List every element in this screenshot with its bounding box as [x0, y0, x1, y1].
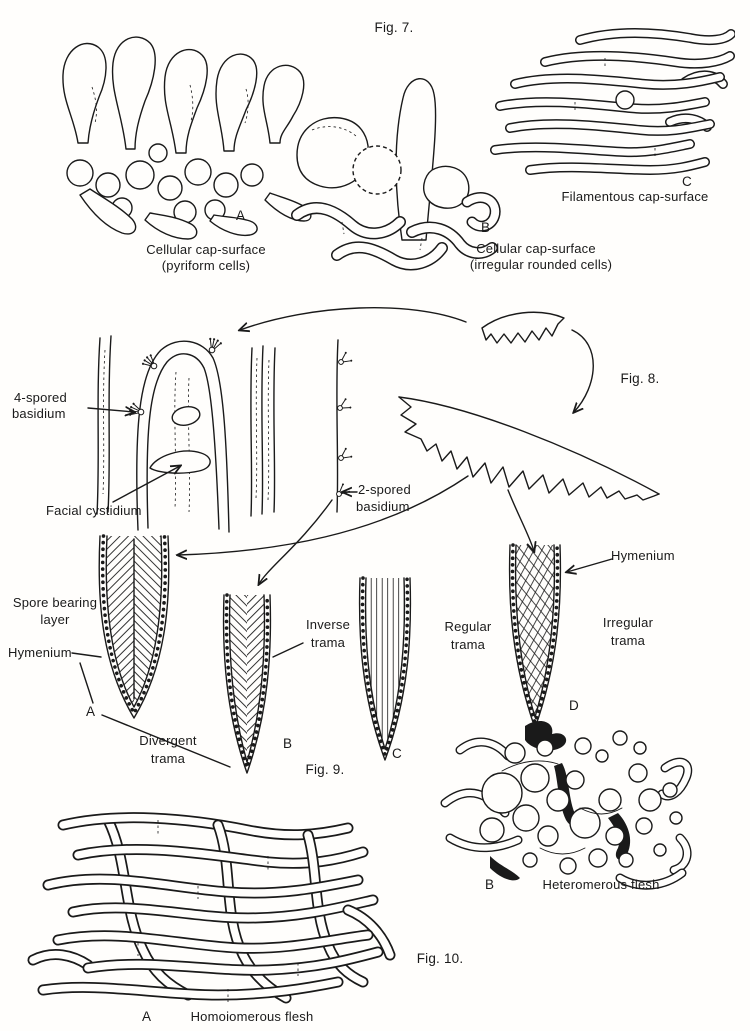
- fig8-label-4spored-line1: 4-spored: [14, 390, 67, 405]
- fig9-caption-irregular-line2: trama: [610, 633, 646, 648]
- fig8-label-4spored-line2: basidium: [12, 406, 66, 421]
- fig7b-letter: B: [481, 220, 491, 235]
- fig8-gill-fragment: [481, 311, 565, 344]
- fig9-connector-lines: [71, 558, 613, 768]
- fig10b-caption: Heteromerous flesh: [542, 877, 660, 892]
- fig9-section-a-divergent: [98, 534, 170, 719]
- fig8-label-2spored-line1: 2-spored: [358, 482, 411, 497]
- fig9-section-c-regular: [358, 576, 412, 761]
- fig9-letter-c: C: [392, 746, 402, 761]
- fig9-letter-a: A: [86, 704, 96, 719]
- fig9-caption-inverse-line2: trama: [310, 635, 346, 650]
- fig8-cap-section: [398, 396, 660, 501]
- fig7a-pyriform-cells-drawing: [62, 36, 312, 240]
- fig9-caption-divergent-line1: Divergent: [139, 733, 197, 748]
- fig9-caption-irregular-line1: Irregular: [602, 615, 654, 630]
- fig9-letter-b: B: [283, 736, 293, 751]
- fig8-hymenium-drawing: [87, 307, 660, 593]
- fig8-gill-edge-detail: [96, 335, 354, 533]
- fig7-title: Fig. 7.: [374, 20, 414, 35]
- fig7b-rounded-cells-drawing: [291, 78, 501, 271]
- fig8-label-facial-cystidium: Facial cystidium: [46, 503, 142, 518]
- fig9-label-spore-bearing-line1: Spore bearing: [12, 595, 98, 610]
- fig9-caption-regular-line2: trama: [450, 637, 486, 652]
- fig9-section-d-irregular: [508, 543, 562, 729]
- fig9-trama-drawing: [71, 534, 613, 774]
- fig10a-homoiomerous-drawing: [27, 812, 396, 1004]
- fig7c-caption: Filamentous cap-surface: [561, 189, 709, 204]
- fig10b-heteromerous-drawing: [440, 720, 693, 890]
- fig7a-letter: A: [236, 208, 246, 223]
- fig7b-caption-line2: (irregular rounded cells): [469, 257, 613, 272]
- fig7a-caption-line2: (pyriform cells): [161, 258, 251, 273]
- fig7b-caption-line1: Cellular cap-surface: [476, 241, 596, 256]
- fig9-caption-regular-line1: Regular: [444, 619, 492, 634]
- fig10-title: Fig. 10.: [416, 951, 464, 966]
- fig9-title: Fig. 9.: [305, 762, 345, 777]
- fig10b-letter: B: [485, 877, 495, 892]
- fig7c-filamentous-drawing: [490, 28, 735, 176]
- fig10a-caption: Homoiomerous flesh: [190, 1009, 314, 1024]
- fig8-label-2spored-line2: basidium: [356, 499, 410, 514]
- fig8-arrows: [87, 307, 594, 584]
- fig7a-caption-line1: Cellular cap-surface: [146, 242, 266, 257]
- fig9-caption-inverse-line1: Inverse: [305, 617, 351, 632]
- fig9-label-hymenium-right: Hymenium: [611, 548, 675, 563]
- fig8-title: Fig. 8.: [620, 371, 660, 386]
- fig7c-letter: C: [682, 174, 692, 189]
- fig9-caption-divergent-line2: trama: [150, 751, 186, 766]
- fig10a-letter: A: [142, 1009, 152, 1024]
- fig9-section-b-inverse: [222, 593, 272, 774]
- fig9-label-spore-bearing-line2: layer: [40, 612, 70, 627]
- fig9-letter-d: D: [569, 698, 579, 713]
- fig9-label-hymenium-left: Hymenium: [8, 645, 72, 660]
